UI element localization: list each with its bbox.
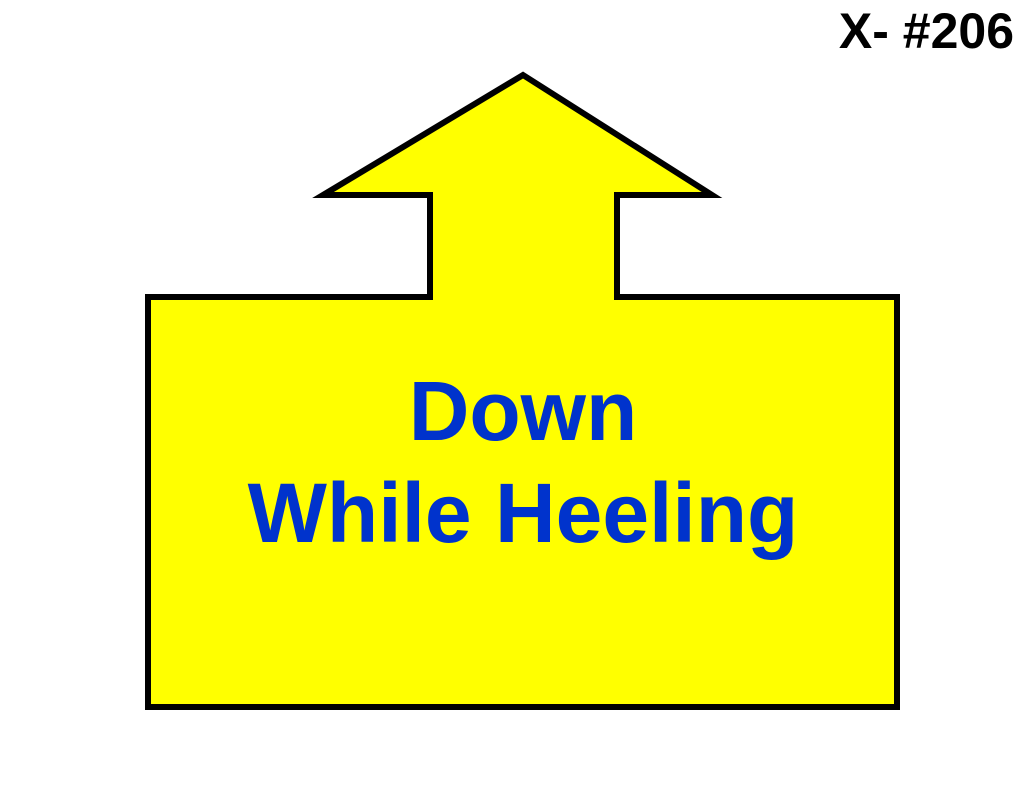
sign-line-2: While Heeling (247, 466, 799, 561)
sign-line-1: Down (408, 364, 638, 458)
sign-outline-shape (145, 71, 900, 710)
sign-instruction: Down While Heeling (148, 360, 898, 565)
sign-number: X- #206 (838, 3, 1014, 59)
